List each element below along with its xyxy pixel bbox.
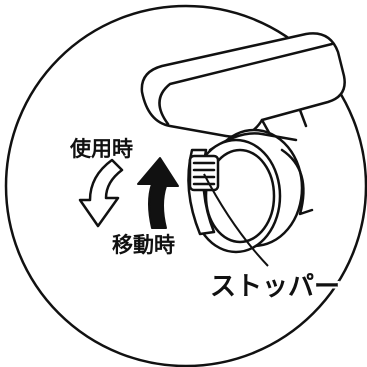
solid-up-arrow-icon [137,157,179,229]
mount-arm-edge [158,42,334,126]
in-use-label: 使用時 [69,137,133,161]
mount-illustration [140,32,346,254]
stopper-leader-line [203,173,269,267]
moving-label: 移動時 [112,233,175,257]
mount-arm [140,32,346,138]
ring-front-inner [204,148,276,244]
stopper-label: ストッパー [210,272,340,302]
stopper-tab [188,154,220,192]
ring-lip [280,148,314,216]
hollow-down-arrow-icon [78,158,124,228]
